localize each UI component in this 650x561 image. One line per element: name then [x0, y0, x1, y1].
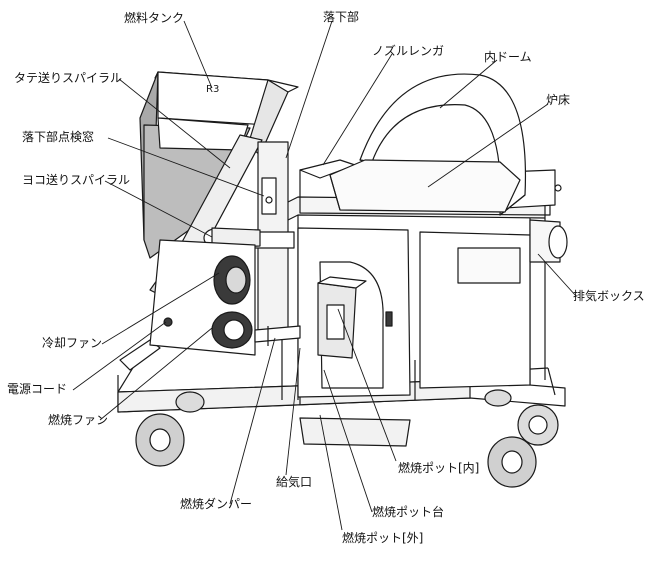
label-air-inlet: 給気口 [276, 475, 313, 489]
fuel-tank: R3 [139, 71, 299, 259]
combustion-damper [254, 325, 301, 346]
label-exhaust-box: 排気ボックス [573, 289, 645, 303]
label-vertical-spiral: タテ送りスパイラル [14, 71, 123, 85]
combustion-fan-body [211, 311, 253, 349]
label-inner-dome: 内ドーム [484, 50, 532, 64]
label-fuel-tank: 燃料タンク [124, 11, 185, 25]
label-cooling-fan: 冷却ファン [42, 336, 103, 350]
label-burn-pot-outer: 燃焼ポット[外] [342, 531, 424, 545]
label-drop-inspection-window: 落下部点検窓 [22, 130, 95, 144]
caster-rear-left [484, 389, 512, 407]
label-combustion-fan: 燃焼ファン [48, 413, 109, 427]
label-horizontal-spiral: ヨコ送りスパイラル [22, 173, 131, 187]
caster-rear-right [517, 404, 559, 446]
label-drop-section: 落下部 [323, 10, 360, 24]
drop-section [203, 141, 295, 331]
label-burn-pot-stand: 燃焼ポット台 [372, 505, 445, 519]
burn-pot [299, 276, 411, 447]
exhaust-box [529, 219, 568, 263]
tank-mark: R3 [206, 84, 219, 95]
caster-front-right [487, 436, 537, 488]
label-burn-pot-inner: 燃焼ポット[内] [398, 461, 480, 475]
label-combustion-damper: 燃焼ダンパー [180, 497, 253, 511]
label-furnace-bed: 炉床 [546, 93, 571, 107]
label-power-cord: 電源コード [7, 382, 68, 396]
caster-front-left [135, 391, 205, 467]
label-nozzle-brick: ノズルレンガ [372, 44, 445, 58]
cooling-fan-body [213, 255, 251, 305]
leader-lines [72, 20, 577, 531]
furnace-bed [329, 159, 521, 213]
